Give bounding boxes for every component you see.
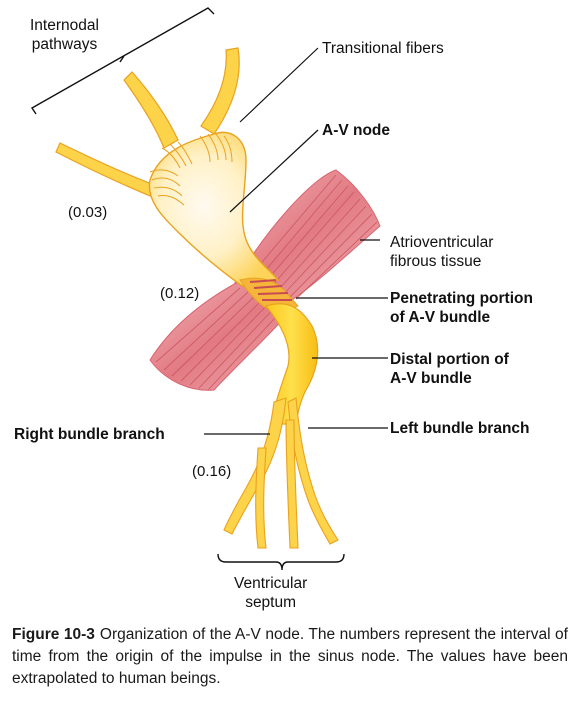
av-node-body [55, 47, 280, 287]
timing-0-12: (0.12) [160, 285, 200, 302]
penetrating-portion-label: Penetrating portion of A-V bundle [390, 290, 533, 326]
figure-caption-text: Organization of the A-V node. The number… [12, 626, 568, 687]
septum-bracket [217, 553, 345, 571]
internodal-pathways-label: Internodal pathways [30, 17, 99, 53]
ventricular-septum-label: Ventricular septum [234, 575, 308, 611]
distal-bundle [223, 303, 339, 549]
right-bundle-branch-label: Right bundle branch [14, 426, 165, 443]
av-node-diagram [31, 7, 388, 571]
distal-portion-label: Distal portion of A-V bundle [390, 351, 509, 387]
leader-lines [204, 47, 388, 435]
timing-0-16: (0.16) [192, 463, 232, 480]
internodal-bracket [31, 7, 215, 115]
atrioventricular-fibrous-tissue-label: Atrioventricular fibrous tissue [390, 234, 494, 270]
transitional-fibers-label: Transitional fibers [322, 40, 444, 57]
av-node-label: A-V node [322, 122, 391, 139]
left-bundle-branch-label: Left bundle branch [390, 420, 530, 437]
timing-0-03: (0.03) [68, 204, 108, 221]
fibrous-tissue-lower [149, 281, 297, 391]
figure-caption-label: Figure 10-3 [12, 626, 95, 643]
